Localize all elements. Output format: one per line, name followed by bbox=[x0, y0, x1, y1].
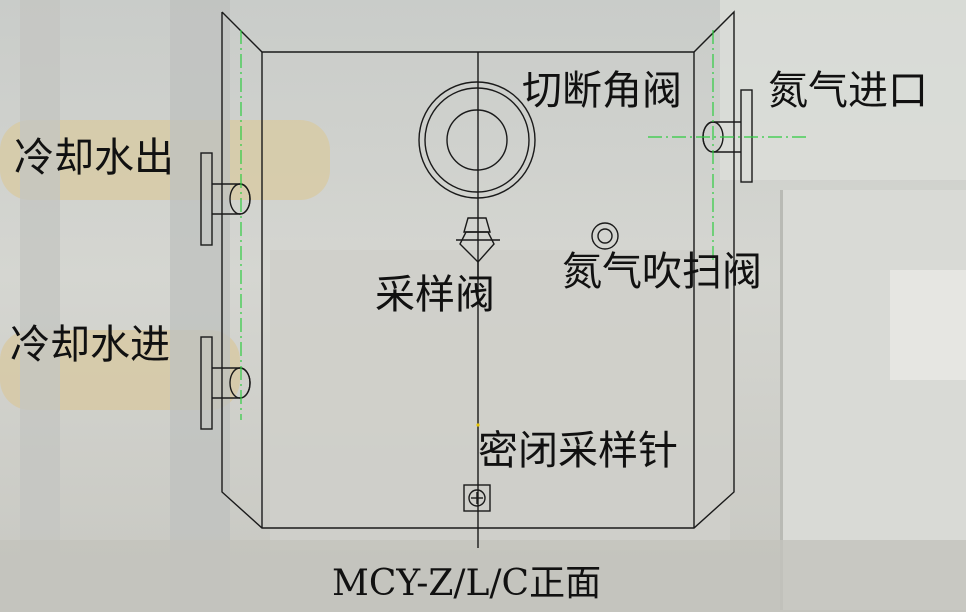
bg-cabinet bbox=[270, 250, 730, 550]
bg-column bbox=[170, 0, 230, 612]
bg-panel-right bbox=[890, 270, 966, 380]
label-cooling-water-in: 冷却水进 bbox=[10, 322, 170, 368]
label-nitrogen-inlet: 氮气进口 bbox=[768, 68, 928, 114]
label-nitrogen-purge-valve: 氮气吹扫阀 bbox=[562, 249, 762, 295]
sampling-valve-handle bbox=[463, 217, 491, 233]
purge-valve-outer bbox=[591, 222, 619, 250]
cooling-out-pipe bbox=[212, 183, 251, 215]
cutoff-valve-outer bbox=[418, 81, 536, 199]
cabinet-outline bbox=[221, 10, 735, 529]
needle-box bbox=[463, 484, 491, 512]
cooling-in-flange bbox=[200, 336, 213, 430]
sampling-valve-body bbox=[459, 231, 495, 264]
purge-valve-inner bbox=[597, 228, 613, 244]
bg-window bbox=[720, 0, 966, 180]
label-sampling-valve: 采样阀 bbox=[375, 272, 495, 318]
center-marker bbox=[476, 423, 480, 427]
bg-floor bbox=[0, 540, 966, 612]
needle-circle bbox=[468, 489, 486, 507]
diagram-caption: MCY-Z/L/C正面 bbox=[332, 563, 602, 604]
bg-column-2 bbox=[20, 0, 60, 612]
label-cooling-water-out: 冷却水出 bbox=[14, 135, 174, 181]
cooling-out-end bbox=[229, 183, 251, 215]
label-cutoff-valve: 切断角阀 bbox=[522, 68, 682, 114]
label-sealed-sampling-needle: 密闭采样针 bbox=[478, 428, 678, 474]
cutoff-valve-inner bbox=[424, 87, 530, 193]
cutoff-valve-core bbox=[446, 109, 508, 171]
cooling-out-flange bbox=[200, 152, 213, 246]
cooling-in-end bbox=[229, 367, 251, 399]
nitrogen-inlet-flange bbox=[740, 89, 753, 183]
cooling-in-pipe bbox=[212, 367, 251, 399]
